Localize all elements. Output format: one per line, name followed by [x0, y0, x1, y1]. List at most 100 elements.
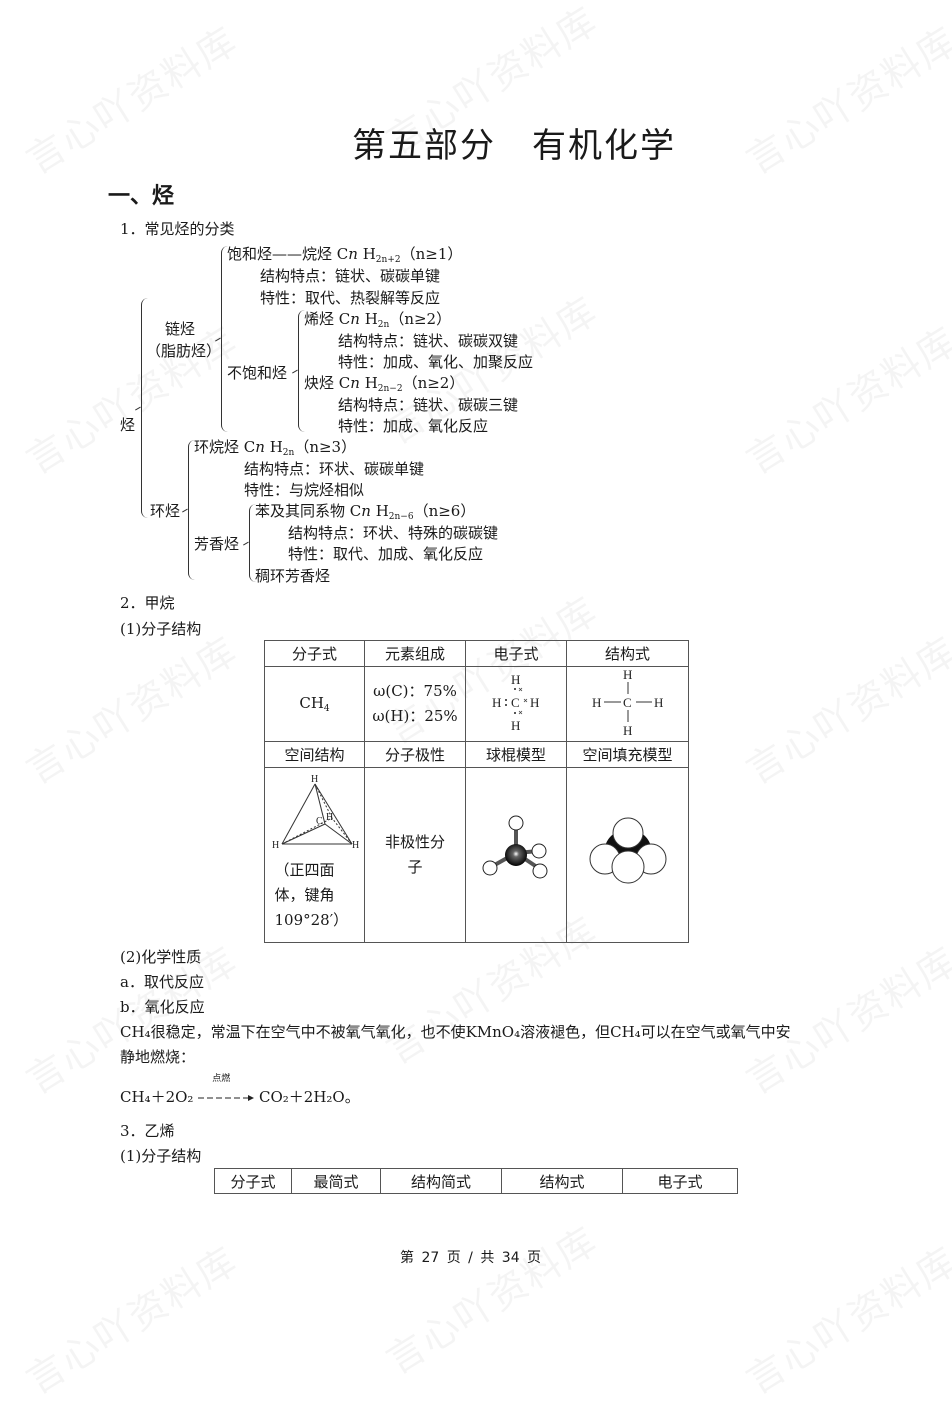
svg-text:H: H: [654, 695, 663, 710]
composition-h: ω(H)：25%: [372, 707, 458, 725]
section-heading: 一、烃: [108, 184, 175, 209]
watermark: 言心吖资料库: [734, 621, 952, 795]
equation-reactants: CH₄＋2O₂: [120, 1088, 194, 1106]
ethylene-table: 分子式 最简式 结构简式 结构式 电子式: [214, 1168, 738, 1194]
brace: [188, 440, 195, 580]
structural-formula: H C H H H: [566, 666, 689, 742]
svg-text:H: H: [623, 667, 632, 682]
label: （n≥3）: [294, 438, 357, 456]
space-filling-model-image: [589, 817, 666, 884]
svg-text:C: C: [316, 816, 323, 827]
svg-text:C: C: [511, 695, 520, 710]
brace: [221, 246, 228, 432]
svg-text:H: H: [511, 672, 520, 687]
reaction-arrow: 点燃: [198, 1074, 255, 1107]
spatial-structure: H C H H H （正四面体，键角109°28′）: [264, 767, 365, 943]
tree-alkyne-prop: 特性：加成、氧化反应: [338, 417, 489, 435]
tree-cycloalkane: 环烷烃 Cn H2n（n≥3）: [194, 438, 357, 458]
tree-alkane-struct: 结构特点：链状、碳碳单键: [260, 267, 441, 285]
space-filling-model: [566, 767, 689, 943]
svg-text:H: H: [326, 812, 333, 823]
tree-cycloalkane-struct: 结构特点：环状、碳碳单键: [244, 460, 425, 478]
svg-text:H: H: [530, 695, 539, 710]
subsection-heading: 1．常见烃的分类: [120, 220, 235, 238]
watermark: 言心吖资料库: [14, 311, 247, 485]
molecule-polarity: 非极性分子: [364, 767, 466, 943]
table-header: 分子极性: [364, 741, 466, 768]
label: （n≥6）: [413, 502, 476, 520]
brace: [141, 298, 148, 518]
svg-text:H: H: [492, 695, 501, 710]
table-header: 电子式: [622, 1168, 738, 1194]
subscript: 2n: [377, 320, 390, 330]
label: 烯烃 C: [304, 310, 351, 328]
page-title: 第五部分 有机化学: [352, 126, 676, 166]
page-footer: 第 27 页 / 共 34 页: [400, 1250, 542, 1266]
watermark: 言心吖资料库: [734, 311, 952, 485]
composition-c: ω(C)：75%: [373, 682, 457, 700]
subsection-heading: (1)分子结构: [120, 620, 202, 638]
paragraph: CH₄很稳定，常温下在空气中不被氧气氧化，也不使KMnO₄溶液褪色，但CH₄可以…: [120, 1023, 791, 1041]
table-header: 元素组成: [364, 640, 466, 667]
ball-stick-model: [465, 767, 567, 943]
table-header: 球棍模型: [465, 741, 567, 768]
subscript: 4: [323, 704, 330, 714]
tree-alkyne-struct: 结构特点：链状、碳碳三键: [338, 396, 519, 414]
watermark: 言心吖资料库: [374, 1211, 607, 1385]
table-header: 结构式: [566, 640, 689, 667]
table-header: 结构式: [501, 1168, 623, 1194]
tree-alkene-struct: 结构特点：链状、碳碳双键: [338, 332, 519, 350]
label: 苯及其同系物 C: [255, 502, 362, 520]
tree-benzene-prop: 特性：取代、加成、氧化反应: [288, 545, 484, 563]
electron-dot-diagram: H C H H H: [492, 672, 539, 733]
table-header: 空间结构: [264, 741, 365, 768]
methane-table: 分子式 元素组成 电子式 结构式 CH4 ω(C)：75% ω(H)：25% H…: [264, 640, 689, 943]
equation-products: CO₂＋2H₂O。: [259, 1088, 360, 1106]
label: （n≥1）: [400, 245, 463, 263]
composition: ω(C)：75% ω(H)：25%: [364, 666, 466, 742]
list-item: a．取代反应: [120, 973, 204, 991]
formula: CH: [299, 694, 324, 712]
svg-text:H: H: [592, 695, 601, 710]
label: 环烷烃 C: [194, 438, 256, 456]
table-header: 电子式: [465, 640, 567, 667]
svg-text:C: C: [623, 695, 632, 710]
tree-fused: 稠环芳香烃: [255, 567, 331, 585]
tree-alkene-prop: 特性：加成、氧化、加聚反应: [338, 353, 534, 371]
subsection-heading: (2)化学性质: [120, 948, 202, 966]
svg-text:H: H: [272, 840, 279, 851]
table-header: 分子式: [214, 1168, 292, 1194]
electron-formula: H C H H H: [465, 666, 567, 742]
paragraph-continued: 静地燃烧：: [120, 1048, 196, 1066]
svg-text:H: H: [311, 774, 318, 785]
watermark: 言心吖资料库: [734, 11, 952, 185]
tree-aromatic: 芳香烃: [194, 535, 240, 553]
arrow-icon: [198, 1095, 255, 1101]
label: ——烷烃 C: [272, 245, 349, 263]
tree-alkene: 烯烃 Cn H2n（n≥2）: [304, 310, 452, 330]
label: 炔烃 C: [304, 374, 351, 392]
subscript: 2n+2: [375, 255, 401, 265]
subscript: 2n−2: [377, 384, 403, 394]
tree-chain-alias: （脂肪烃）: [146, 342, 222, 360]
list-item: b．氧化反应: [120, 998, 205, 1016]
table-header: 最简式: [291, 1168, 381, 1194]
table-header: 结构简式: [380, 1168, 502, 1194]
svg-text:H: H: [623, 723, 632, 737]
label: （n≥2）: [402, 374, 465, 392]
svg-text:H: H: [511, 718, 520, 732]
tree-chain: 链烃: [165, 320, 196, 338]
structural-formula-diagram: H C H H H: [592, 667, 663, 738]
tree-ring: 环烃: [150, 502, 181, 520]
tree-benzene: 苯及其同系物 Cn H2n−6（n≥6）: [255, 502, 476, 522]
brace: [249, 504, 256, 582]
tree-root: 烃: [120, 416, 136, 434]
subsection-heading: (1)分子结构: [120, 1147, 202, 1165]
watermark: 言心吖资料库: [734, 931, 952, 1105]
ball-stick-model-image: [482, 815, 548, 879]
subsection-heading: 2．甲烷: [120, 594, 175, 612]
tree-saturated: 饱和烃——烷烃 Cn H2n+2（n≥1）: [227, 245, 463, 265]
tree-benzene-struct: 结构特点：环状、特殊的碳碳键: [288, 524, 499, 542]
tree-alkyne: 炔烃 Cn H2n−2（n≥2）: [304, 374, 465, 394]
combustion-equation: CH₄＋2O₂ 点燃 CO₂＋2H₂O。: [120, 1074, 360, 1107]
